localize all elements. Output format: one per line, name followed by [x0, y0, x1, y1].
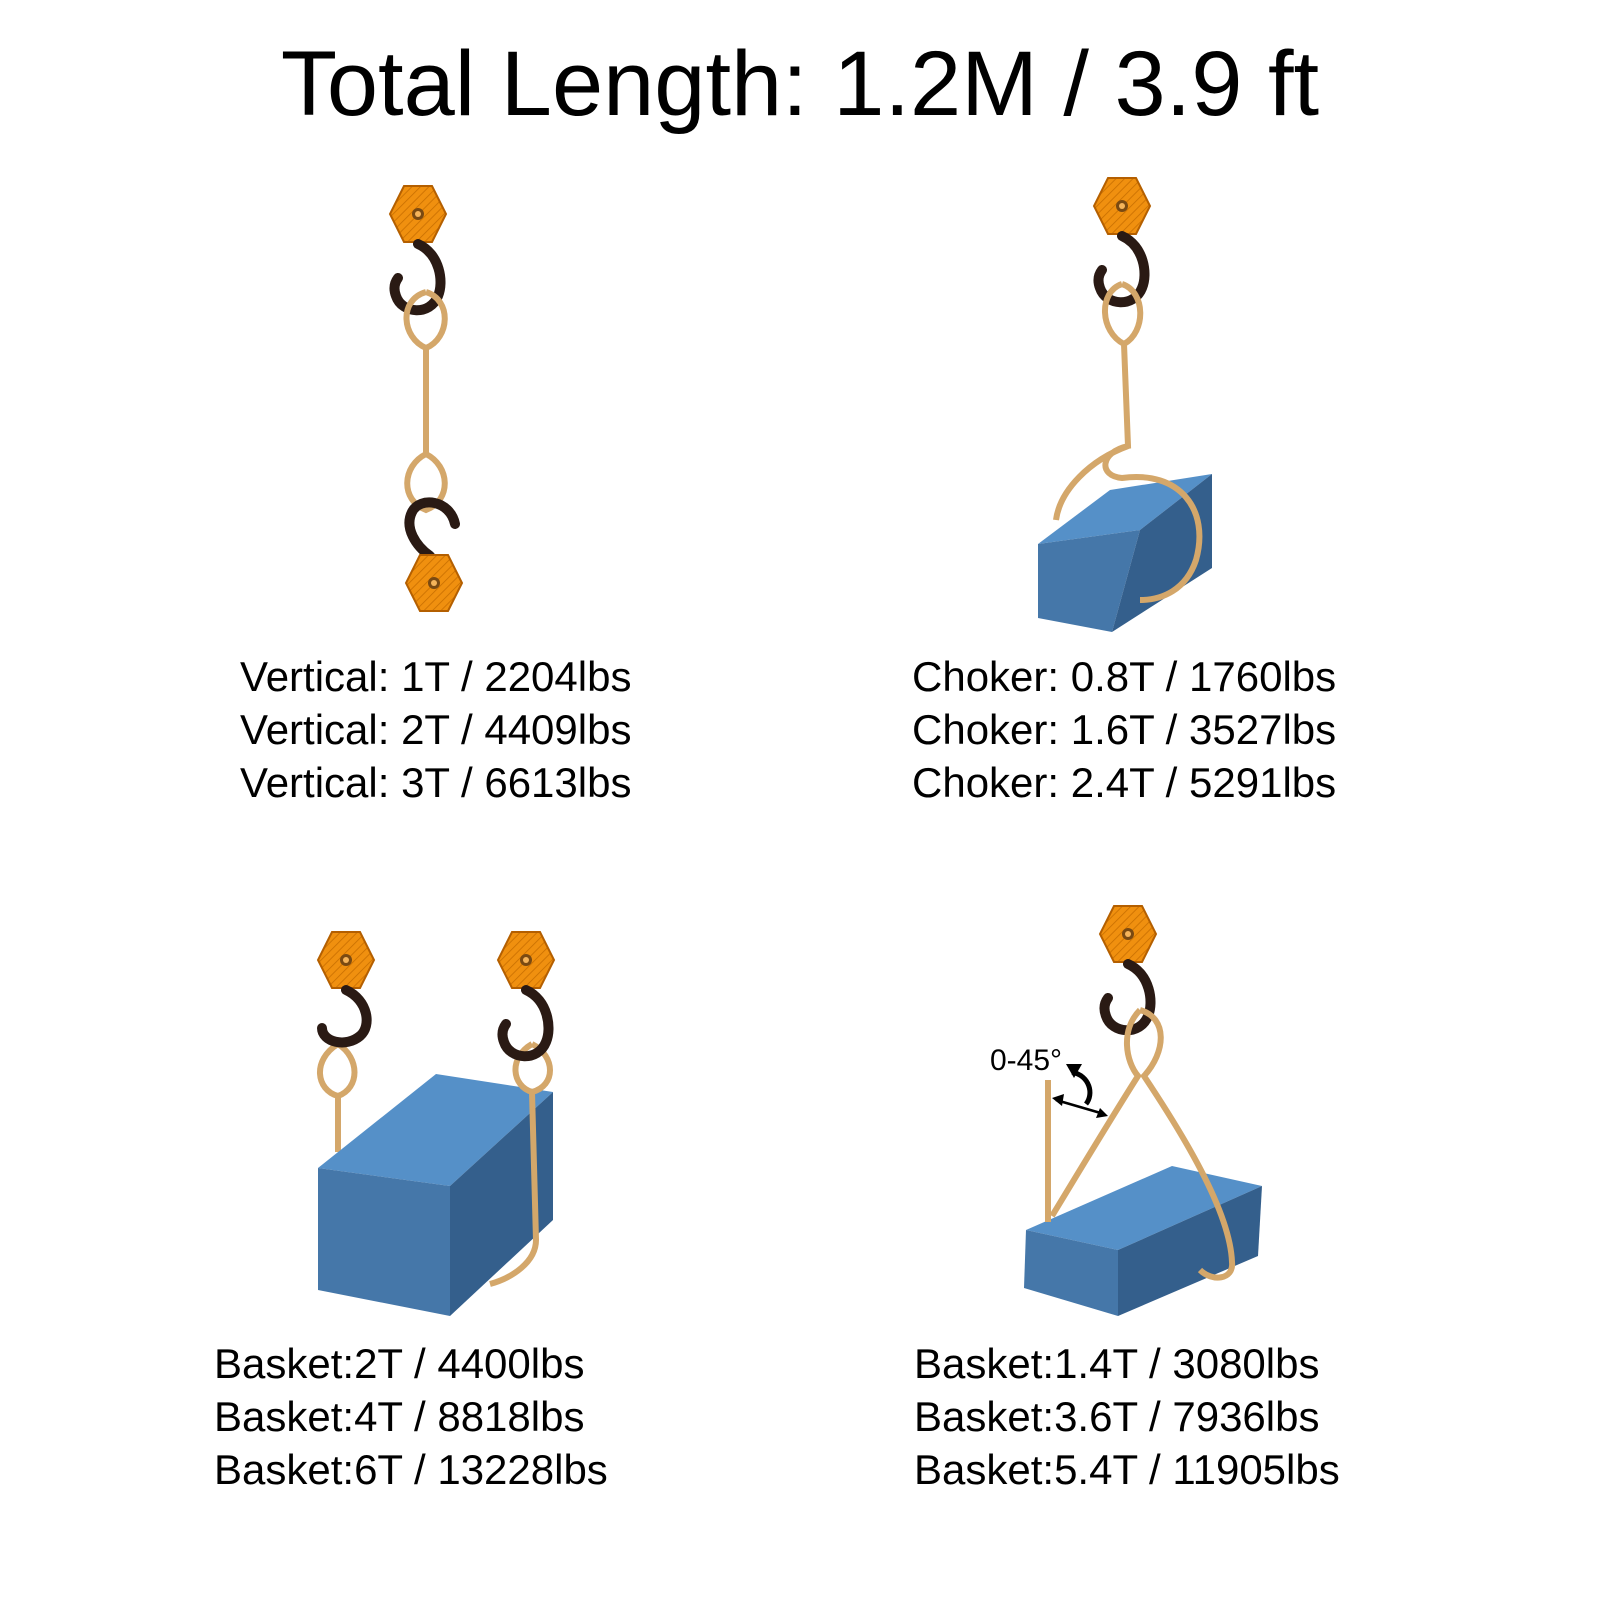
bottom-hook-icon — [404, 497, 463, 612]
rating-line: Basket:6T / 13228lbs — [214, 1446, 608, 1493]
basket-ratings: Basket:2T / 4400lbs Basket:4T / 8818lbs … — [214, 1337, 608, 1496]
rating-line: Basket:3.6T / 7936lbs — [914, 1393, 1320, 1440]
block — [318, 1074, 553, 1316]
angled-basket-ratings: Basket:1.4T / 3080lbs Basket:3.6T / 7936… — [914, 1337, 1340, 1496]
vertical-hitch-illustration — [389, 185, 463, 612]
rating-line: Vertical: 3T / 6613lbs — [240, 759, 632, 806]
rating-line: Choker: 1.6T / 3527lbs — [912, 706, 1337, 753]
top-hook-icon — [389, 185, 447, 310]
vertical-ratings: Vertical: 1T / 2204lbs Vertical: 2T / 44… — [240, 650, 631, 809]
rating-line: Basket:5.4T / 11905lbs — [914, 1446, 1340, 1493]
basket-hitch-illustration — [317, 931, 555, 1316]
rating-line: Choker: 2.4T / 5291lbs — [912, 759, 1337, 806]
page-title: Total Length: 1.2M / 3.9 ft — [280, 33, 1320, 135]
hook-icon — [1093, 177, 1151, 302]
rating-line: Choker: 0.8T / 1760lbs — [912, 653, 1337, 700]
rating-line: Basket:1.4T / 3080lbs — [914, 1340, 1320, 1387]
angle-indicator — [1052, 1064, 1108, 1118]
rating-line: Vertical: 1T / 2204lbs — [240, 653, 632, 700]
sling-strap — [1049, 1007, 1236, 1281]
rating-line: Basket:2T / 4400lbs — [214, 1340, 585, 1387]
rating-line: Vertical: 2T / 4409lbs — [240, 706, 632, 753]
block — [1038, 474, 1212, 632]
left-hook-icon — [317, 931, 375, 1048]
choker-ratings: Choker: 0.8T / 1760lbs Choker: 1.6T / 35… — [912, 650, 1336, 809]
block — [1024, 1166, 1262, 1316]
right-hook-icon — [497, 931, 555, 1056]
sling-strap — [1053, 281, 1203, 603]
angle-label: 0-45° — [990, 1044, 1062, 1077]
sling-strap — [403, 289, 448, 514]
angled-basket-hitch-illustration: 0-45° — [990, 905, 1262, 1316]
rating-line: Basket:4T / 8818lbs — [214, 1393, 585, 1440]
sling-strap-left — [317, 1041, 358, 1152]
choker-hitch-illustration — [1038, 177, 1212, 632]
